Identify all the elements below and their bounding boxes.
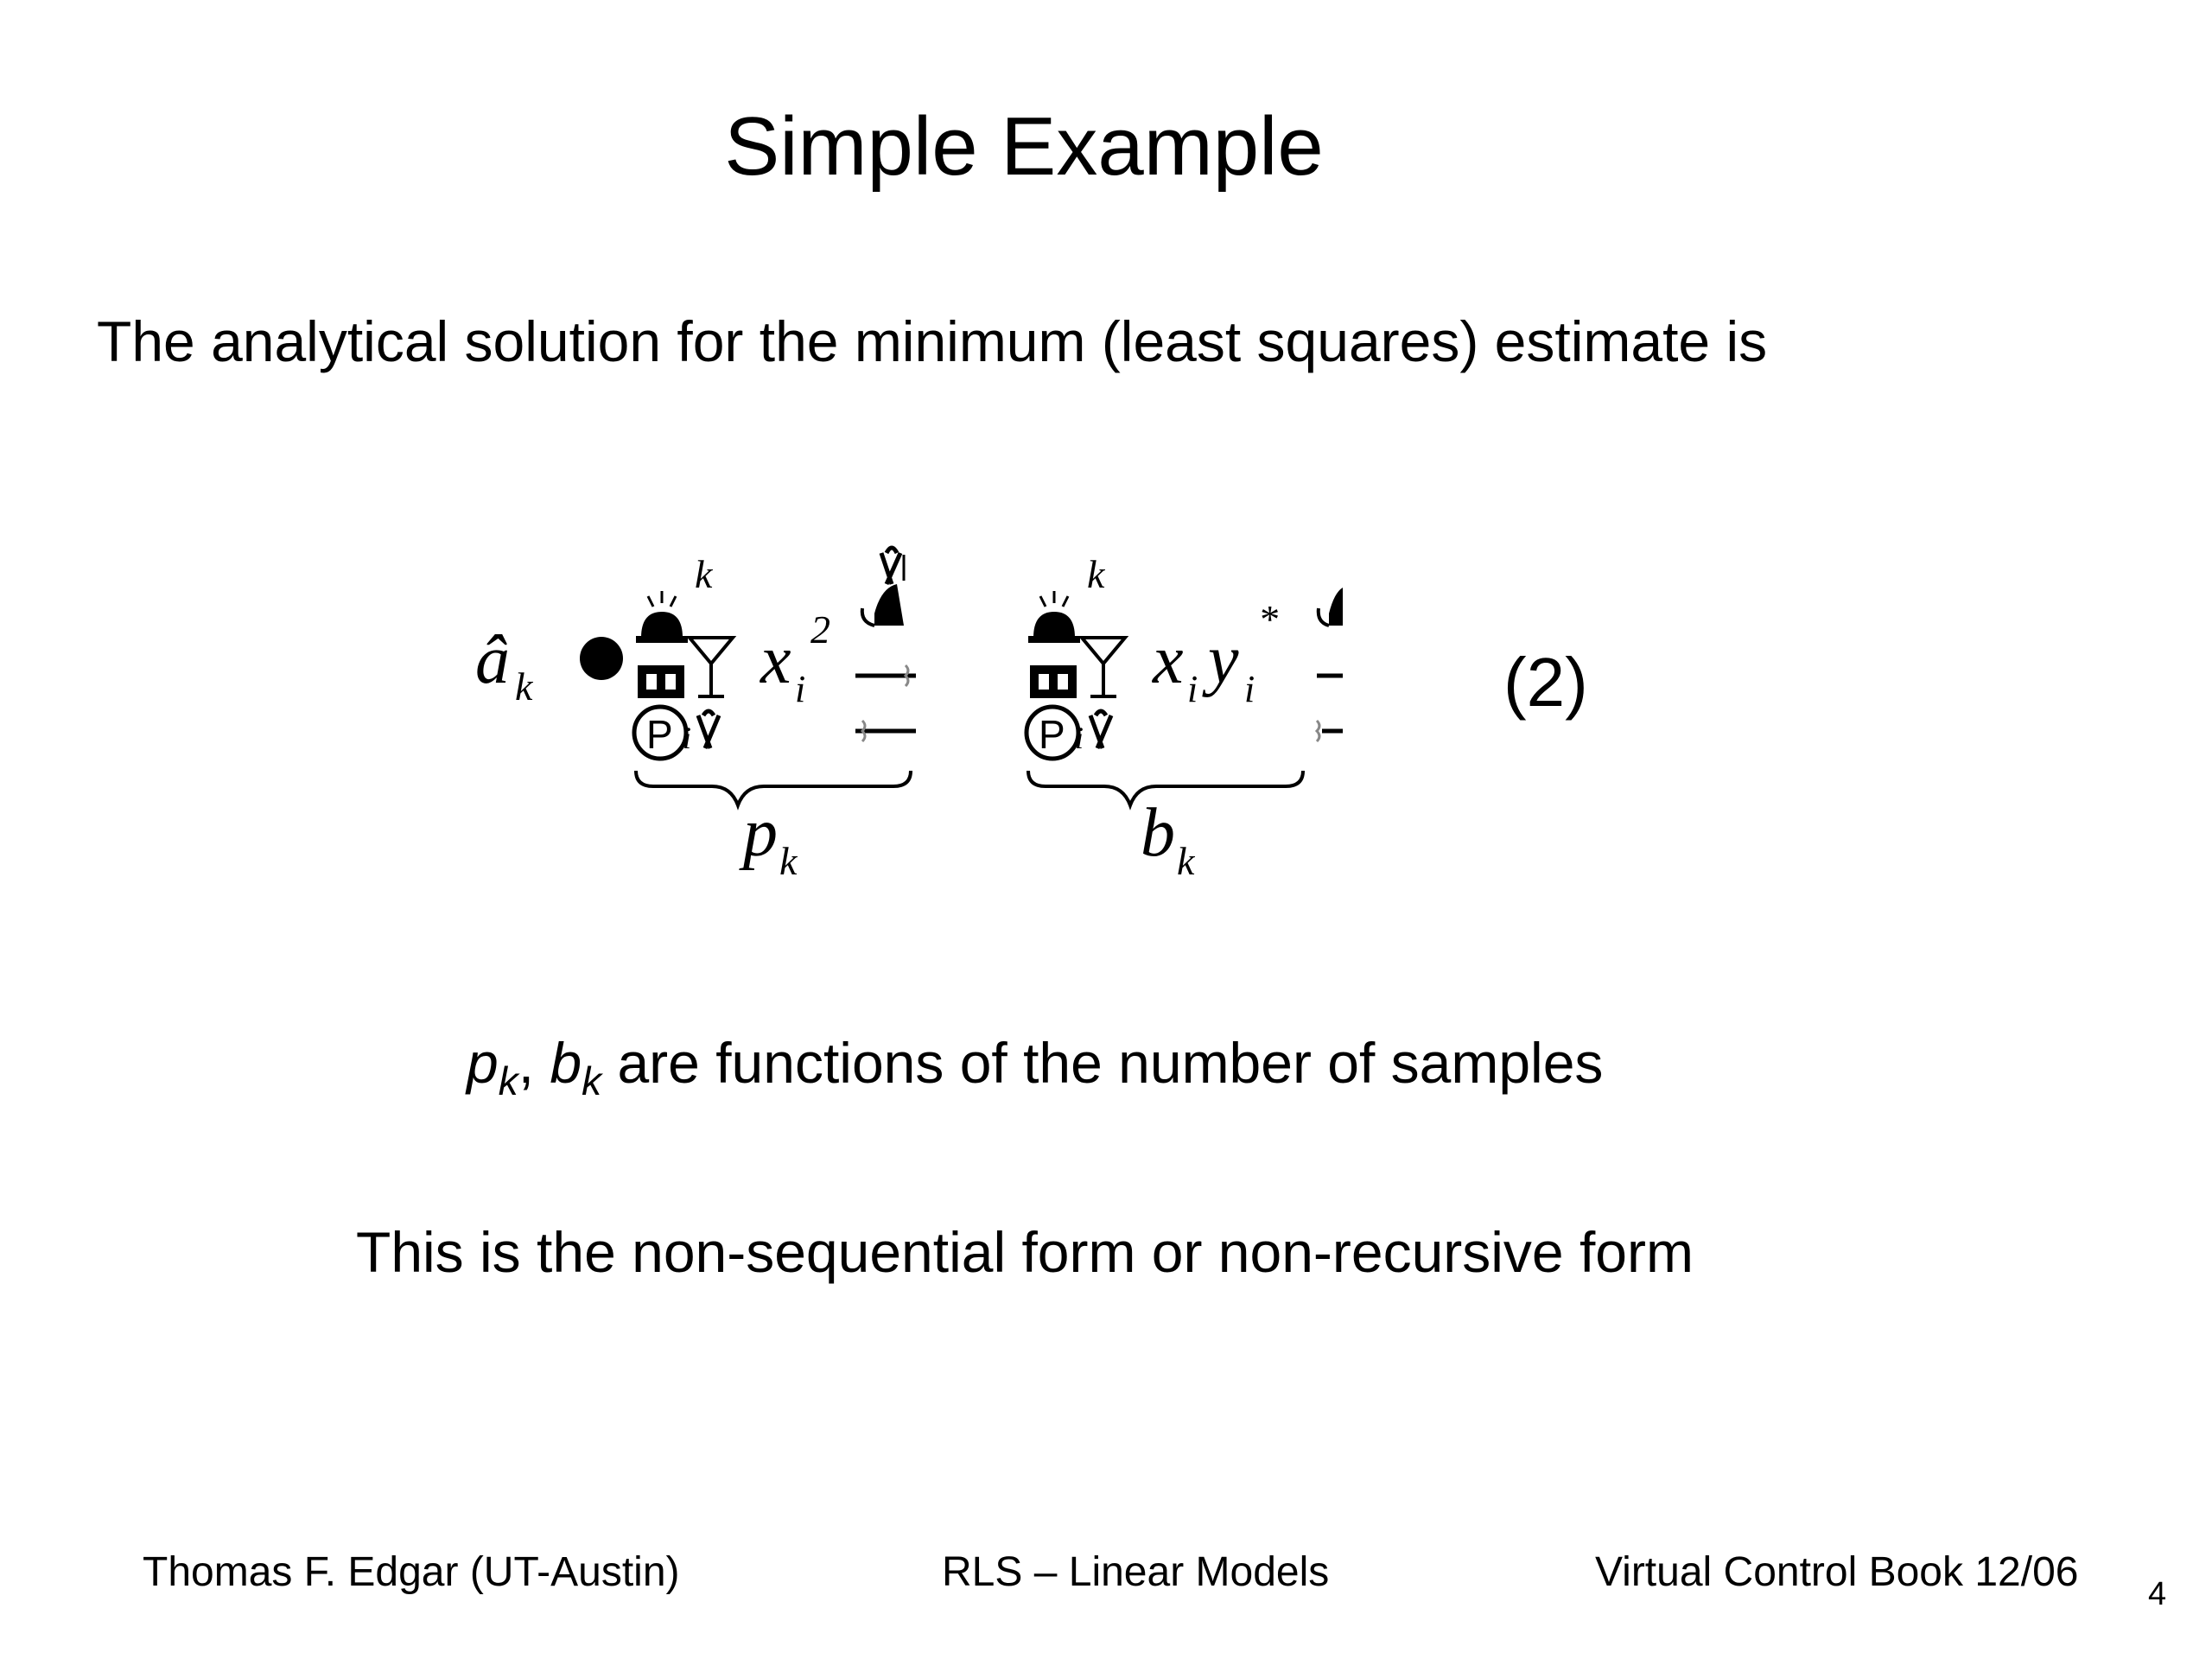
garbled-closing-icon bbox=[1314, 588, 1343, 743]
estimate-symbol: â bbox=[475, 622, 510, 698]
b-subscript: k bbox=[582, 1058, 602, 1103]
term2-variable-y: y bbox=[1202, 622, 1239, 698]
term1-subscript: i bbox=[795, 668, 805, 710]
term2-subscript-x: i bbox=[1187, 668, 1198, 710]
estimate-subscript: k bbox=[515, 664, 534, 709]
equation-2: â k P k i x i 2 bbox=[449, 536, 1711, 899]
slide-title: Simple Example bbox=[724, 100, 1324, 193]
sum2-index: i bbox=[1075, 721, 1084, 755]
p-subscript: k bbox=[498, 1058, 518, 1103]
garbled-inverse-bracket-icon bbox=[855, 545, 916, 743]
form-note: This is the non-sequential form or non-r… bbox=[356, 1220, 1694, 1284]
sum2-upper-limit: k bbox=[1087, 552, 1106, 596]
page-number: 4 bbox=[2148, 1576, 2167, 1612]
brace-bk-label: b bbox=[1141, 795, 1175, 871]
term1-variable: x bbox=[760, 622, 791, 698]
garbled-summation-icon: P bbox=[632, 591, 737, 761]
brace-pk-label: p bbox=[739, 795, 778, 871]
b-symbol: b bbox=[550, 1031, 582, 1095]
svg-text:P: P bbox=[1039, 712, 1065, 757]
brace-pk-subscript: k bbox=[779, 839, 798, 883]
functions-statement: pk, bk are functions of the number of sa… bbox=[467, 1024, 1603, 1102]
footer-author: Thomas F. Edgar (UT-Austin) bbox=[143, 1549, 680, 1595]
term2-subscript-y: i bbox=[1244, 668, 1255, 710]
garbled-summation-icon-2: P bbox=[1024, 591, 1129, 761]
brace-bk-subscript: k bbox=[1177, 839, 1196, 883]
term2-superscript: * bbox=[1258, 597, 1278, 641]
sum-index: i bbox=[683, 721, 691, 755]
brace-pk bbox=[634, 770, 912, 810]
footer-topic: RLS – Linear Models bbox=[942, 1549, 1330, 1595]
svg-text:P: P bbox=[646, 712, 673, 757]
sum-upper-limit: k bbox=[695, 552, 714, 596]
intro-text: The analytical solution for the minimum … bbox=[97, 309, 1768, 373]
symbol-separator: , bbox=[518, 1031, 550, 1095]
term2-variable-x: x bbox=[1152, 622, 1184, 698]
footer-source: Virtual Control Book 12/06 bbox=[1595, 1549, 2079, 1595]
term1-superscript: 2 bbox=[810, 607, 830, 652]
p-symbol: p bbox=[467, 1031, 499, 1095]
operator-dot-icon bbox=[580, 637, 623, 680]
brace-bk bbox=[1027, 770, 1305, 810]
equation-number: (2) bbox=[1503, 644, 1588, 721]
functions-text: are functions of the number of samples bbox=[601, 1031, 1604, 1095]
